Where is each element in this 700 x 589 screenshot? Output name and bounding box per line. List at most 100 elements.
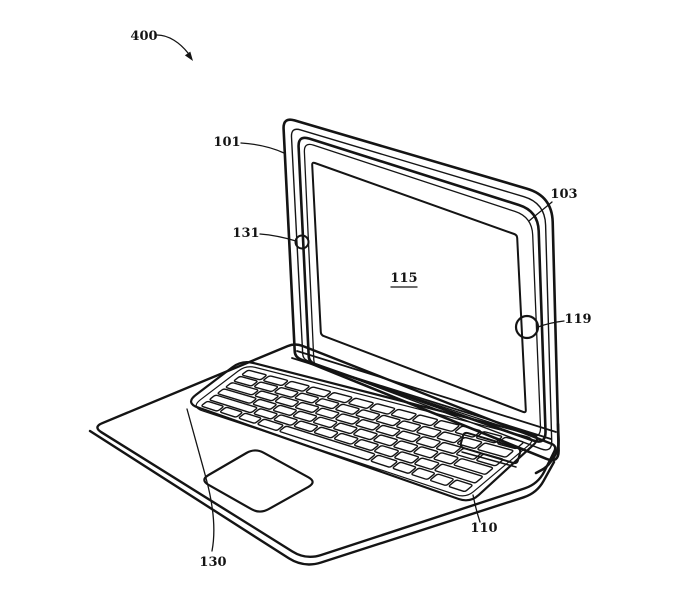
keyboard-key [241, 369, 267, 381]
keyboard-key [393, 440, 419, 453]
keyboard-well-outline [190, 361, 539, 502]
keyboard-key [335, 413, 360, 425]
keyboard-key [253, 408, 278, 420]
screen-label: 115 [390, 271, 417, 286]
figure-reference-arrow-line [156, 34, 189, 54]
keyboard-key [414, 457, 440, 470]
keyboard-key [274, 396, 299, 408]
keyboard-key [355, 419, 380, 431]
keyboard-key [209, 394, 258, 414]
camera-label: 131 [232, 226, 259, 241]
keyboard-key [448, 479, 473, 493]
screen-outline [311, 161, 527, 414]
keyboard-key [477, 442, 514, 458]
keyboard-key [456, 436, 483, 449]
keyboard-key [238, 412, 262, 424]
home-button-leader-line [537, 320, 565, 328]
keyboard-leader-line [472, 494, 481, 523]
keyboard-key [335, 403, 360, 415]
lid-edge-reveal-line [534, 422, 560, 475]
keyboard-key [305, 386, 332, 398]
camera-leader-line [259, 233, 297, 242]
figure-reference-label: 400 [130, 29, 157, 44]
figure-reference-arrowhead-icon [184, 51, 193, 61]
keyboard-key [436, 431, 462, 444]
keyboard-key [394, 451, 420, 464]
keyboard-key [217, 388, 257, 404]
hinge-clutch-thickness-line [461, 451, 517, 468]
keyboard-key [219, 406, 243, 418]
lid-leader-line [240, 142, 285, 154]
keyboard-key [225, 382, 259, 396]
trackpad-outline [203, 449, 314, 513]
trackpad-group [203, 449, 314, 513]
keyboard-key [312, 416, 338, 429]
keyboard-key [454, 425, 481, 438]
reference-annotations: 400 101 131 103 115 119 110 130 [130, 29, 591, 570]
keyboard-key [413, 446, 439, 459]
keyboard-key [433, 452, 459, 465]
keyboard-key [373, 434, 398, 447]
keyboard-key [355, 409, 381, 421]
keyboard-key [263, 375, 289, 387]
keyboard-key [374, 445, 399, 458]
keyboard-key [375, 424, 401, 437]
home-button-label: 119 [564, 312, 591, 327]
keyboard-key [327, 392, 353, 404]
keyboard-key [257, 418, 284, 431]
keyboard-key [201, 400, 224, 412]
keyboard-key [294, 392, 319, 404]
base-thickness-line [88, 429, 556, 566]
keyboard-key [396, 420, 422, 432]
keyboard-key [353, 438, 379, 451]
keyboard-key [293, 420, 319, 433]
keyboard-key [314, 398, 340, 410]
keyboard-key [313, 426, 339, 439]
lid-outer-outline [282, 118, 560, 462]
base-housing [88, 343, 560, 566]
keyboard-key [272, 404, 297, 416]
trackpad-label: 130 [199, 555, 226, 570]
hinge-line [296, 350, 557, 433]
keyboard-key [433, 420, 460, 432]
keyboard-key [435, 441, 462, 455]
keyboard-key [315, 407, 340, 419]
keyboard-key [412, 414, 439, 427]
trackpad-leader-line [186, 408, 215, 552]
keyboard-key [274, 387, 299, 398]
hinge-area [291, 350, 557, 468]
keyboard-key [497, 436, 524, 450]
keyboard-key [292, 410, 318, 422]
keyboard-key [353, 428, 378, 441]
hinge-clutch-block [459, 431, 522, 465]
keyboard-key [273, 414, 298, 426]
keyboard-key [392, 461, 417, 474]
base-outline [96, 343, 557, 559]
keyboard-key [429, 473, 454, 486]
keyboard-label: 110 [470, 521, 497, 536]
lid-display-assembly [282, 118, 560, 462]
keyboard-key [254, 381, 279, 393]
keyboard-key [333, 432, 359, 445]
keyboard-key [348, 397, 374, 409]
keyboard-key [294, 401, 320, 413]
keyboard-key [434, 463, 483, 484]
lid-label: 101 [213, 135, 240, 150]
keyboard-key [370, 454, 398, 468]
lid-inner-outline [290, 128, 553, 451]
keyboard-key [411, 467, 436, 480]
keyboard-key [390, 408, 417, 421]
display-edge-label: 103 [550, 187, 577, 202]
keyboard-key [375, 414, 401, 427]
keyboard-key [453, 458, 494, 475]
hinge-line [291, 357, 552, 440]
home-button-circle [514, 314, 540, 340]
keyboard-key [333, 422, 358, 435]
keyboard [190, 361, 539, 502]
keyboard-key [415, 436, 441, 449]
front-camera-circle [294, 234, 310, 250]
keyboard-key [254, 390, 279, 402]
display-edge-leader-line [528, 201, 553, 222]
